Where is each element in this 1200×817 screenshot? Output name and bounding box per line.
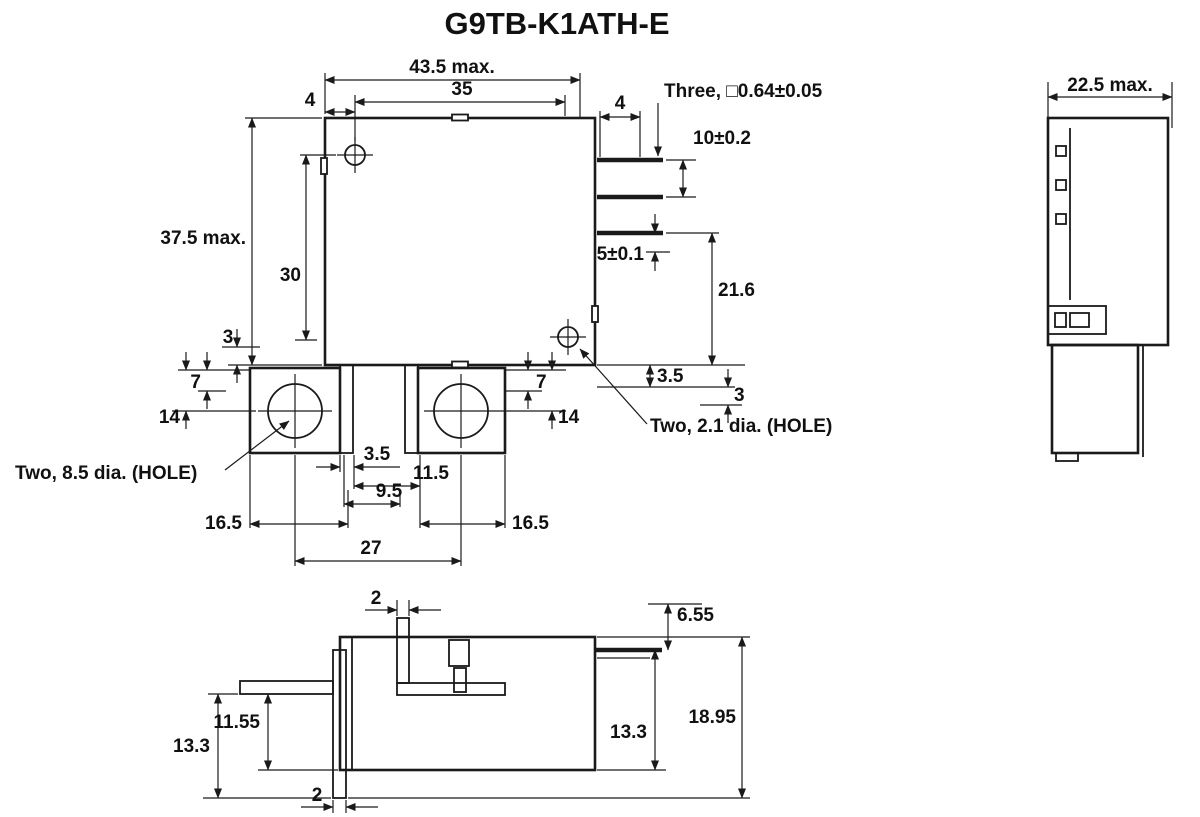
dim-overall-depth: 22.5 max. (1067, 75, 1153, 96)
bottom-body-outline (239, 617, 662, 799)
dim-tab-hole-center-left: 14 (159, 407, 181, 428)
case-notch-top (451, 113, 469, 122)
dim-hole-vertical-span: 30 (280, 265, 301, 286)
dim-terminal-offset: 6.55 (677, 605, 714, 626)
dim-bracket-thickness-top: 2 (371, 588, 382, 609)
dim-tab-width-right: 16.5 (512, 513, 549, 534)
note-two-8-5-hole: Two, 8.5 dia. (HOLE) (15, 463, 197, 484)
dim-hole-pitch: 27 (360, 538, 381, 559)
note-three-terminals: Three, □0.64±0.05 (664, 81, 823, 102)
bottom-terminal-slot-2 (453, 667, 467, 693)
side-foot (1055, 452, 1079, 462)
side-terminal-3 (1055, 213, 1067, 225)
bracket-flange (396, 682, 506, 696)
side-body-outline (1046, 116, 1170, 462)
dim-tab-hole-top-right: 7 (536, 372, 547, 393)
dim-stem-offset: 9.5 (376, 481, 403, 502)
dim-bracket-height-left: 13.3 (173, 736, 210, 757)
dim-stem-width: 3.5 (364, 444, 391, 465)
side-terminal-1 (1055, 145, 1067, 157)
side-bracket-section (1047, 305, 1107, 335)
case-notch-bottom (451, 360, 469, 369)
bottom-view: 2 6.55 13.3 18.95 11.55 13.3 2 (173, 588, 750, 813)
side-lower-body (1050, 343, 1140, 455)
dim-overall-height: 37.5 max. (160, 228, 246, 249)
dim-offset-left: 4 (305, 90, 316, 111)
dim-terminal-height: 21.6 (718, 280, 755, 301)
note-two-2-1-hole: Two, 2.1 dia. (HOLE) (650, 416, 832, 437)
front-dimension-lines (172, 73, 745, 566)
terminal-blades (597, 157, 663, 236)
dim-stem-gap: 11.5 (413, 463, 449, 484)
dim-offset-right: 4 (615, 93, 626, 114)
bottom-dimension-lines (203, 600, 750, 813)
bottom-body (338, 635, 597, 772)
side-view: 22.5 max. (1046, 75, 1173, 462)
dim-tab-hole-center-right: 14 (558, 407, 580, 428)
bottom-terminal-slot-1 (448, 639, 470, 667)
stem-left (339, 364, 354, 454)
dim-overall-height-bottom: 18.95 (688, 707, 736, 728)
case-notch-right (591, 305, 599, 323)
side-terminal-2 (1055, 179, 1067, 191)
dim-hole-span: 35 (451, 79, 473, 100)
dim-step-right: 3.5 (657, 366, 684, 387)
dim-body-height-right: 13.3 (610, 722, 647, 743)
dim-terminal-pitch-1: 10±0.2 (693, 128, 751, 149)
dim-overall-width: 43.5 max. (409, 57, 495, 78)
bracket-vertical-arm (332, 649, 347, 799)
stem-right (404, 364, 419, 454)
bracket-horizontal-arm (239, 680, 334, 695)
dim-bracket-depth-1: 11.55 (214, 712, 261, 733)
mounting-tabs (248, 364, 507, 455)
bracket-prong (396, 617, 410, 684)
dim-step-right-2: 3 (734, 385, 745, 406)
dim-body-step-left: 3 (223, 327, 234, 348)
dim-bracket-thickness-bottom: 2 (312, 785, 323, 806)
dim-tab-hole-top-left: 7 (190, 372, 201, 393)
dim-tab-width-left: 16.5 (205, 513, 242, 534)
front-view: 43.5 max. 35 4 4 Three, □0.64±0.05 10±0.… (15, 57, 832, 566)
page-title: G9TB-K1ATH-E (444, 6, 669, 41)
case-notch-left (320, 157, 328, 175)
dim-terminal-pitch-2: 5±0.1 (597, 244, 645, 265)
front-body-outline (320, 113, 599, 369)
